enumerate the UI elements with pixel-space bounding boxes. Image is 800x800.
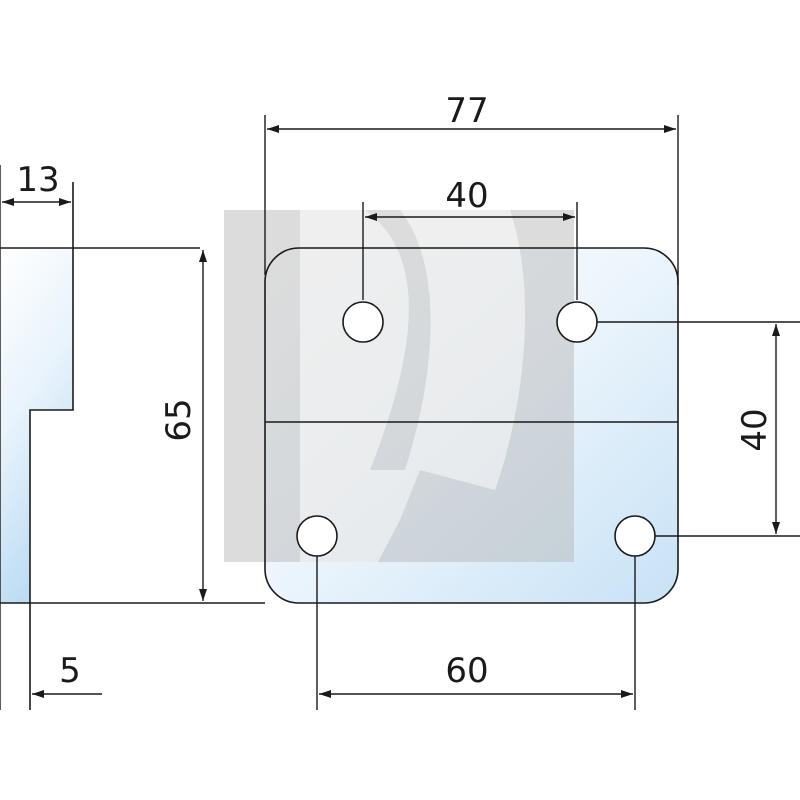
dim-label-top-width: 77 (445, 91, 488, 131)
dim-label-side-thickness: 13 (16, 160, 59, 200)
dim-label-hole-spacing-top: 40 (445, 176, 488, 216)
side-profile (0, 248, 73, 603)
side-profile-outline (0, 182, 265, 710)
hole-bottom-left (296, 515, 338, 557)
dim-label-hole-spacing-bottom: 60 (445, 651, 488, 691)
plate-outline (264, 247, 679, 604)
watermark-logo (224, 210, 574, 562)
dim-label-height: 65 (159, 398, 199, 441)
extension-lines (0, 115, 800, 710)
dim-label-side-step: 5 (59, 651, 81, 691)
hole-bottom-right (614, 515, 656, 557)
hole-top-right (556, 301, 598, 343)
dim-label-hole-spacing-right: 40 (735, 408, 775, 451)
hole-top-left (342, 301, 384, 343)
